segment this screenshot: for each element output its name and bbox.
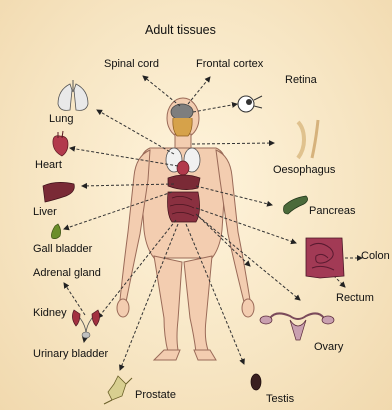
label-colon: Colon bbox=[361, 250, 390, 262]
arrow-frontal-cortex bbox=[188, 77, 210, 104]
gall-bladder-icon bbox=[51, 224, 60, 239]
label-pancreas: Pancreas bbox=[309, 205, 355, 217]
label-adrenal-gland: Adrenal gland bbox=[33, 267, 101, 279]
label-ovary: Ovary bbox=[314, 341, 343, 353]
label-kidney: Kidney bbox=[33, 307, 67, 319]
arrow-lung bbox=[97, 110, 174, 154]
body-heart-icon bbox=[177, 161, 189, 175]
label-prostate: Prostate bbox=[135, 389, 176, 401]
kidney-icon bbox=[72, 310, 99, 338]
label-heart: Heart bbox=[35, 159, 62, 171]
diagram-title: Adult tissues bbox=[145, 23, 216, 37]
testis-icon bbox=[251, 374, 261, 390]
label-lung: Lung bbox=[49, 113, 73, 125]
label-urinary-bladder: Urinary bladder bbox=[33, 348, 108, 360]
retina-icon bbox=[238, 96, 262, 112]
label-retina: Retina bbox=[285, 74, 317, 86]
spinal-cord-icon bbox=[173, 118, 192, 136]
brain-icon bbox=[171, 104, 193, 120]
human-body bbox=[117, 98, 254, 360]
label-liver: Liver bbox=[33, 206, 57, 218]
arrow-retina bbox=[193, 104, 237, 112]
label-oesophagus: Oesophagus bbox=[273, 164, 335, 176]
oesophagus-icon bbox=[298, 120, 318, 158]
body-liver-icon bbox=[168, 175, 200, 190]
label-rectum: Rectum bbox=[336, 292, 374, 304]
heart-icon bbox=[53, 131, 68, 156]
label-spinal-cord: Spinal cord bbox=[104, 58, 159, 70]
lung-icon bbox=[58, 80, 88, 110]
label-gall-bladder: Gall bladder bbox=[33, 243, 92, 255]
liver-icon bbox=[43, 182, 74, 202]
prostate-icon bbox=[104, 376, 132, 404]
arrow-spinal-cord bbox=[143, 76, 180, 106]
pancreas-icon bbox=[284, 196, 308, 214]
ovary-icon bbox=[260, 313, 334, 340]
label-frontal-cortex: Frontal cortex bbox=[196, 58, 263, 70]
colon-icon bbox=[306, 238, 344, 278]
arrow-oesophagus bbox=[192, 143, 274, 144]
label-testis: Testis bbox=[266, 393, 294, 405]
